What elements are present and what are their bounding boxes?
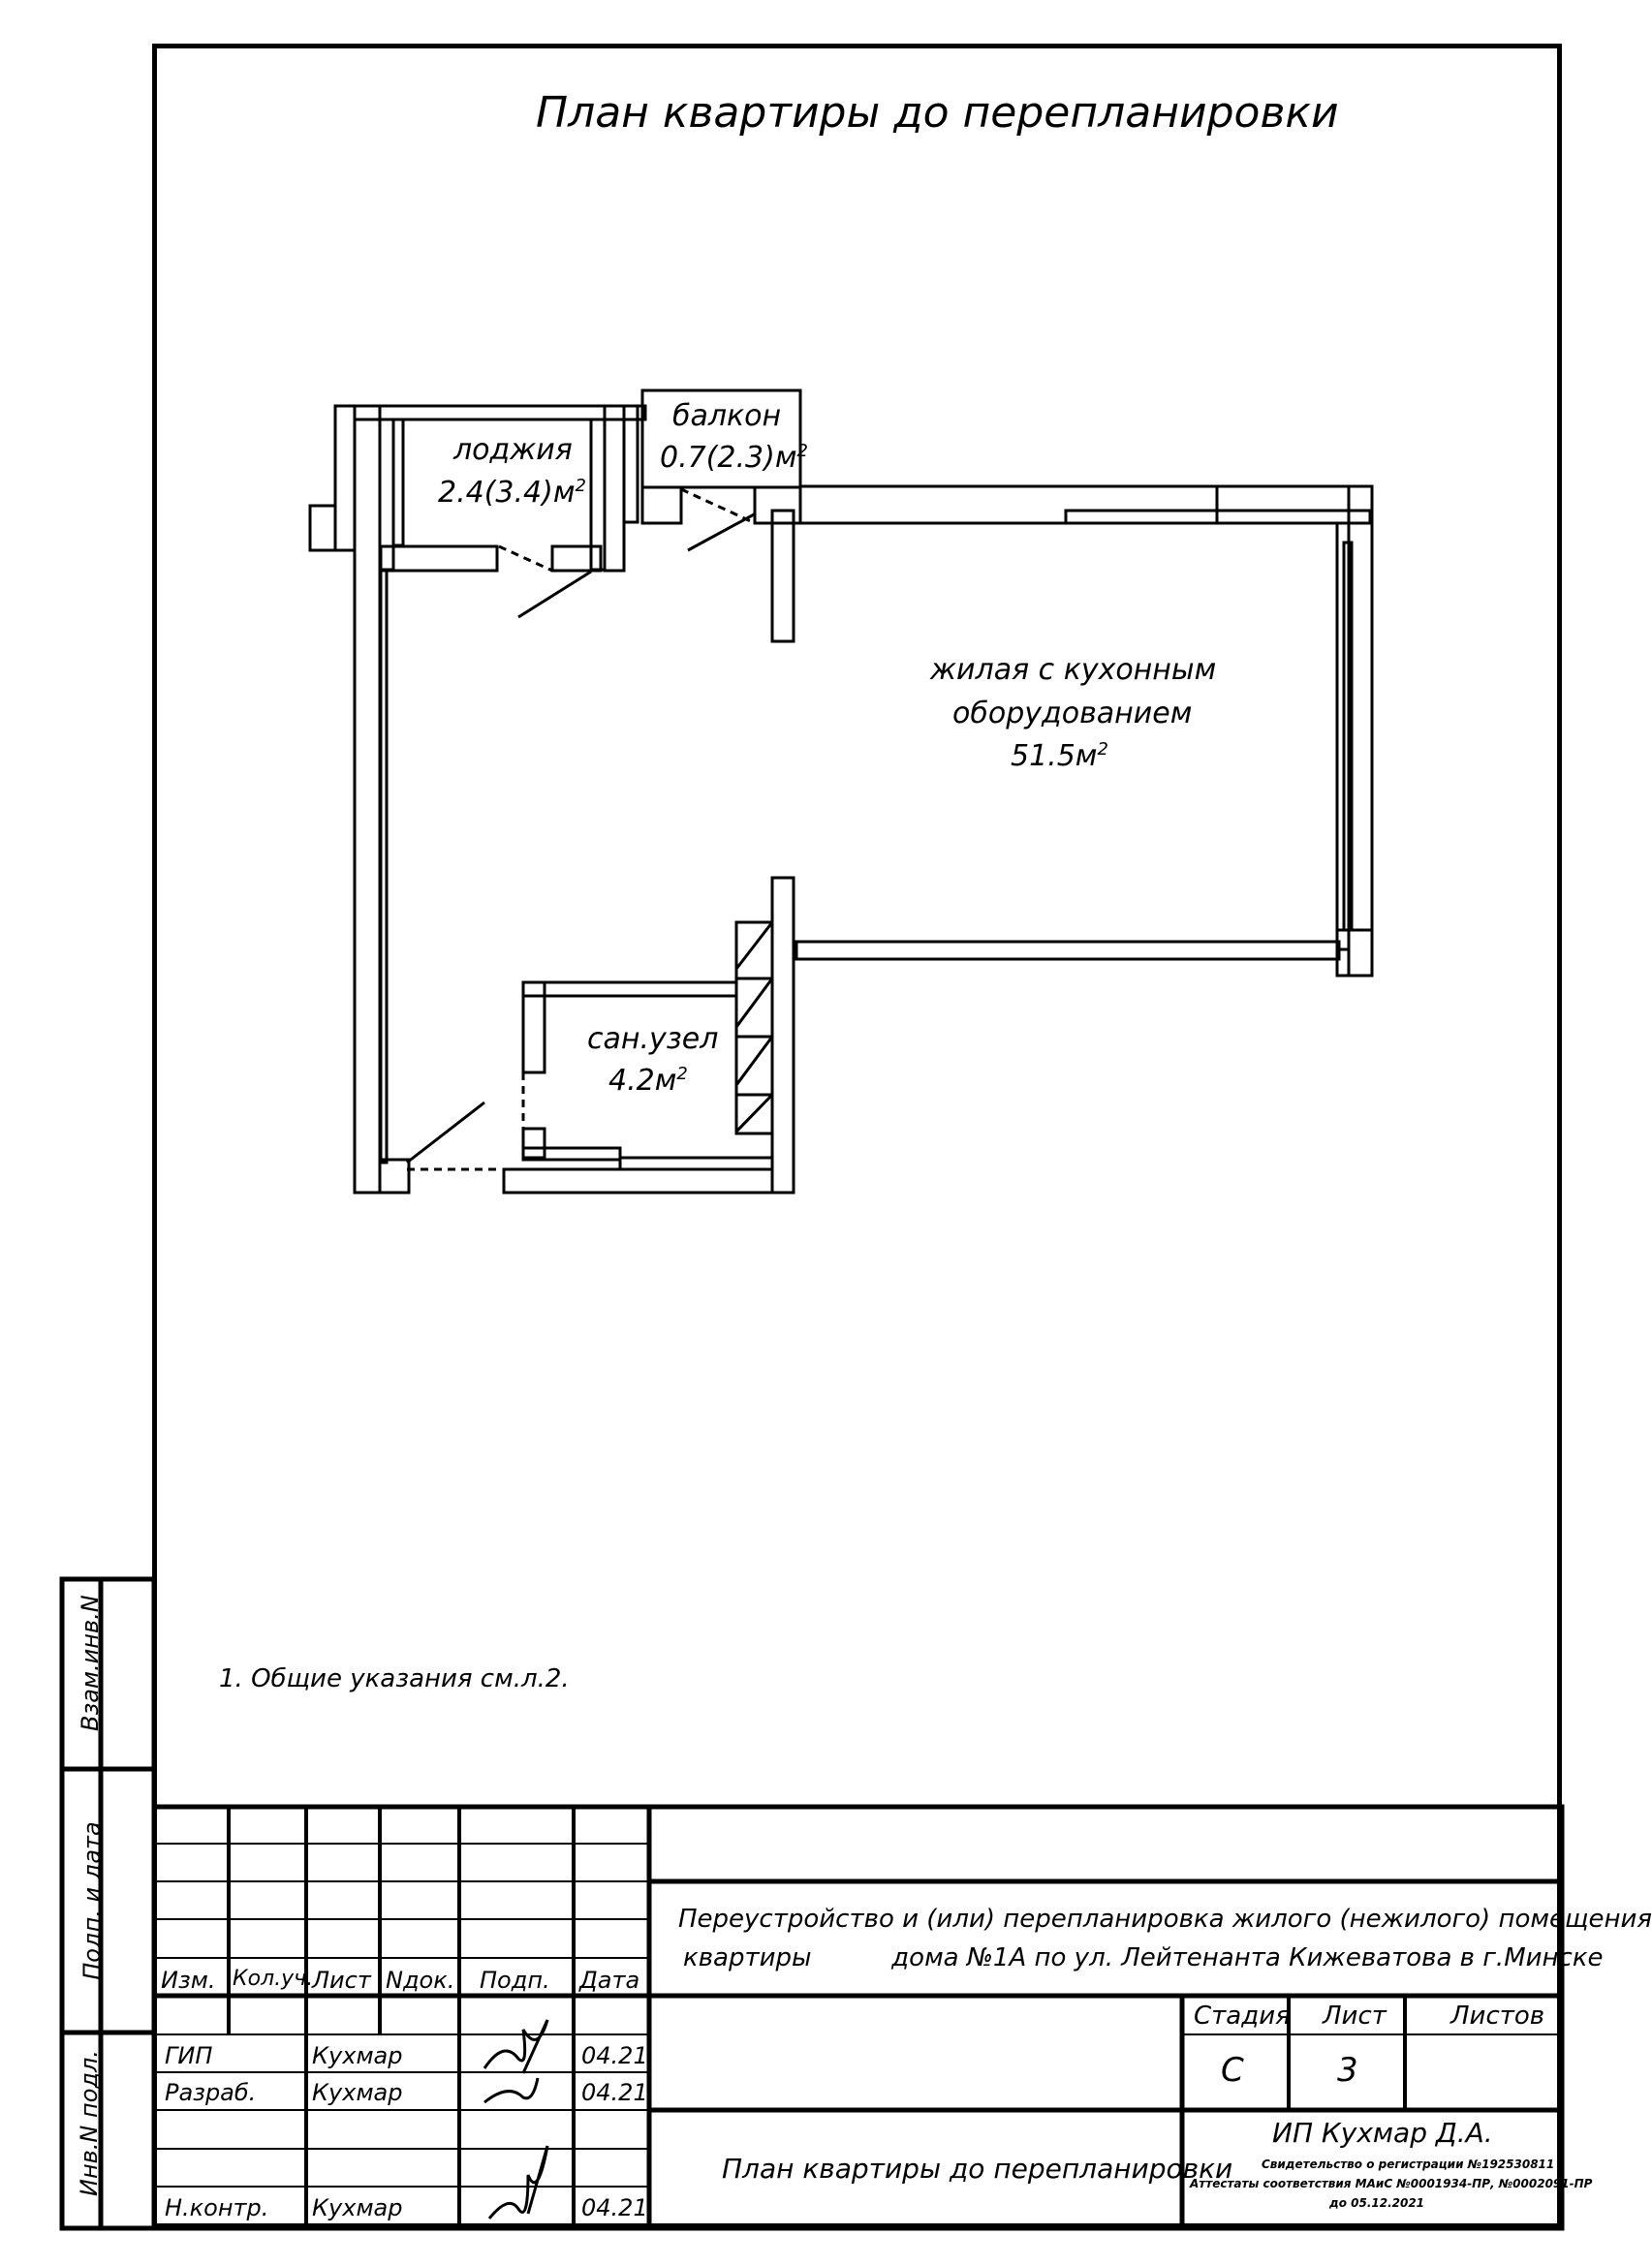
tb-header-ndok: Nдок. xyxy=(386,1967,455,1994)
tb-list-value: 3 xyxy=(1337,2051,1358,2090)
tb-header-list: Лист xyxy=(312,1967,371,1994)
tb-header-podp: Подп. xyxy=(480,1967,550,1994)
title-block-grid xyxy=(151,1804,1565,2231)
tb-listov-label: Листов xyxy=(1450,2002,1545,2031)
tb-role-razrab: Разраб. xyxy=(165,2079,257,2106)
tb-date-nkontr: 04.21 xyxy=(581,2194,648,2221)
tb-company: ИП Кухмар Д.А. xyxy=(1272,2117,1493,2149)
tb-role-nkontr: Н.контр. xyxy=(165,2194,269,2221)
tb-company-line3: Аттестаты соответствия МАиС №0001934-ПР,… xyxy=(1190,2177,1593,2190)
tb-date-razrab: 04.21 xyxy=(581,2079,648,2106)
living-line2: оборудованием xyxy=(952,697,1193,730)
tb-project-line2: квартиры дома №1А по ул. Лейтенанта Киже… xyxy=(683,1943,1604,1972)
tb-name-razrab: Кухмар xyxy=(312,2079,403,2106)
bath-name: сан.узел xyxy=(587,1022,719,1056)
general-note: 1. Общие указания см.л.2. xyxy=(219,1664,570,1693)
tb-name-gip: Кухмар xyxy=(312,2042,403,2069)
tb-header-data: Дата xyxy=(579,1967,640,1994)
loggia-name: лоджия xyxy=(453,433,573,467)
loggia-area: 2.4(3.4)м2 xyxy=(438,476,586,510)
tb-company-line4: до 05.12.2021 xyxy=(1329,2196,1425,2210)
balcony-name: балкон xyxy=(672,399,782,433)
tb-stadia-value: С xyxy=(1221,2051,1244,2090)
tb-stadia-label: Стадия xyxy=(1194,2002,1291,2031)
tb-date-gip: 04.21 xyxy=(581,2042,648,2069)
tb-sheet-name: План квартиры до перепланировки xyxy=(722,2153,1233,2185)
living-line1: жилая с кухонным xyxy=(930,653,1217,687)
tb-list-label: Лист xyxy=(1323,2002,1387,2031)
tb-role-gip: ГИП xyxy=(165,2042,213,2069)
tb-company-line2: Свидетельство о регистрации №192530811 xyxy=(1262,2157,1555,2171)
sheet-title: План квартиры до перепланировки xyxy=(536,88,1339,138)
tb-header-kol: Кол.уч. xyxy=(233,1967,314,1991)
signatures xyxy=(483,2019,549,2219)
bath-area: 4.2м2 xyxy=(608,1064,688,1098)
tb-project-line1: Переустройство и (или) перепланировка жи… xyxy=(678,1905,1652,1934)
tb-name-nkontr: Кухмар xyxy=(312,2194,403,2221)
balcony-area: 0.7(2.3)м2 xyxy=(660,441,808,475)
floor-plan xyxy=(308,388,1374,1195)
tb-header-izm: Изм. xyxy=(161,1967,216,1994)
living-area: 51.5м2 xyxy=(1011,739,1108,773)
